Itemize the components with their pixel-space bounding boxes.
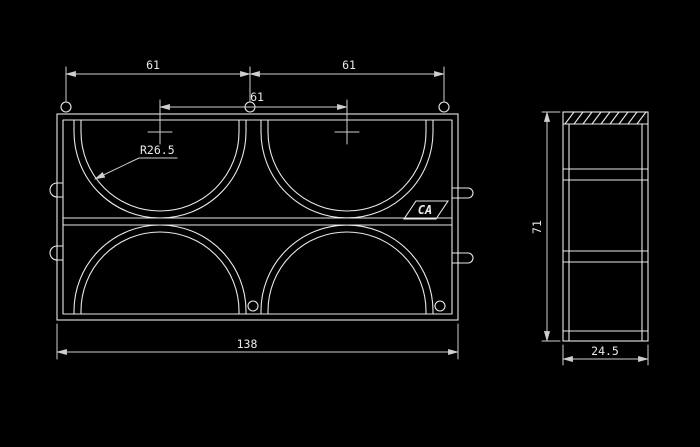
top-boss-right xyxy=(438,101,450,113)
dim-label-overall-width: 138 xyxy=(237,337,258,351)
side-view-dimensions xyxy=(541,111,649,366)
front-view-profile xyxy=(49,101,474,321)
dim-label-center-span: 61 xyxy=(250,90,264,104)
right-tab-upper xyxy=(451,187,474,199)
side-inner-walls xyxy=(568,123,643,342)
lower-arc-stems xyxy=(73,310,434,315)
lower-arc-right-inner xyxy=(267,231,427,312)
side-top-hatching xyxy=(564,111,647,125)
upper-arc-right-outer xyxy=(260,131,434,219)
upper-arc-stems xyxy=(73,119,434,133)
dim-label-side-height: 71 xyxy=(530,220,544,234)
profile-mid-member xyxy=(62,217,453,226)
radius-leader-line xyxy=(94,157,178,180)
profile-outer-outline xyxy=(56,113,459,321)
logo-text: CA xyxy=(418,203,432,217)
bottom-extension-lines xyxy=(56,323,459,360)
logo-box xyxy=(402,200,450,220)
dimension-labels: 61 61 61 R26.5 138 71 24.5 CA xyxy=(140,58,619,358)
upper-arc-right-inner xyxy=(267,131,427,212)
left-clip-upper xyxy=(49,182,64,198)
bottom-hook-right xyxy=(434,300,446,312)
arc-center-marks xyxy=(147,119,360,145)
lower-arc-left-outer xyxy=(73,224,247,312)
dim-label-top-right-span: 61 xyxy=(342,58,356,72)
dim-label-arc-radius: R26.5 xyxy=(140,143,175,157)
dim-label-top-left-span: 61 xyxy=(146,58,160,72)
lower-arc-left-inner xyxy=(80,231,240,312)
side-view-outline xyxy=(562,111,649,342)
dim-label-side-depth: 24.5 xyxy=(591,344,619,358)
profile-inner-walls xyxy=(62,119,453,315)
top-boss-left xyxy=(60,101,72,113)
lower-arc-right-outer xyxy=(260,224,434,312)
side-height-extension-lines xyxy=(541,111,561,342)
side-view-profile xyxy=(562,111,649,342)
right-tab-lower xyxy=(451,252,474,264)
front-view-dimensions xyxy=(56,66,459,360)
side-internal-webs xyxy=(562,168,649,332)
bottom-hook-center xyxy=(247,300,259,312)
left-clip-lower xyxy=(49,245,64,261)
upper-arc-left-outer xyxy=(73,131,247,219)
upper-arc-left-inner xyxy=(80,131,240,212)
